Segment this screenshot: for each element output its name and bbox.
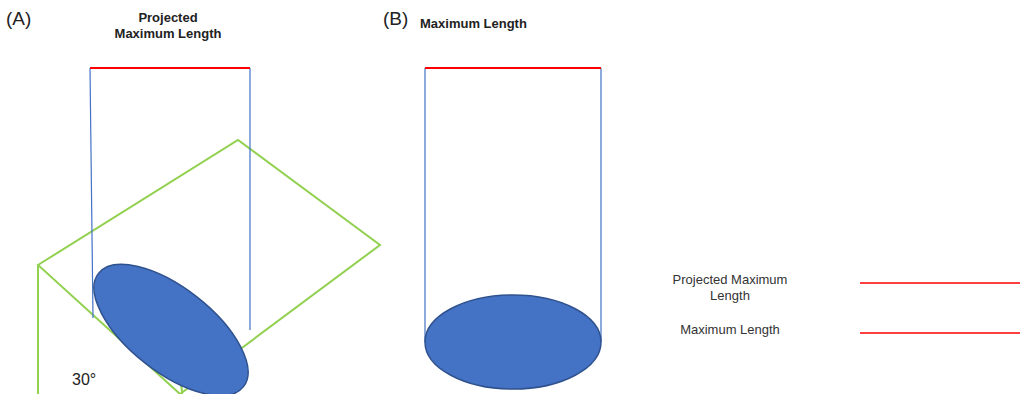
legend-text: Projected Maximum Length: [660, 272, 800, 303]
legend-sample-line: [860, 332, 1020, 334]
legend-sample-line: [860, 282, 1020, 284]
panel-letter: (B): [383, 8, 408, 31]
tilted-particle: [73, 240, 270, 394]
legend-text: Maximum Length: [660, 322, 800, 338]
projected-length-line: [90, 67, 250, 69]
max-length-line: [425, 67, 601, 69]
panel-heading: Projected Maximum Length: [108, 10, 228, 41]
panel-letter: (A): [6, 8, 31, 31]
panel-heading: Maximum Length: [420, 16, 527, 32]
angle-label: 30°: [72, 370, 96, 389]
flat-particle: [425, 295, 601, 389]
